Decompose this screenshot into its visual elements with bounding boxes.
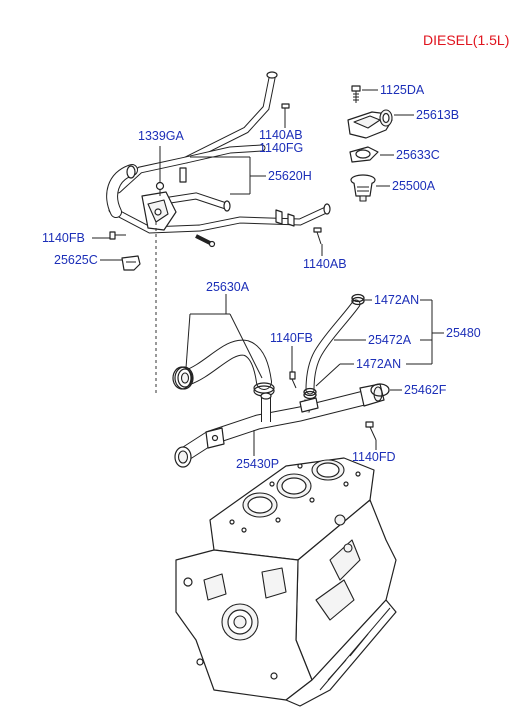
water-pipe-25430P [174, 383, 385, 468]
engine-variant-title: DIESEL(1.5L) [423, 32, 509, 48]
thermostat-25500A [350, 174, 376, 202]
label-25613B: 25613B [416, 108, 459, 122]
leader-25630A-left [185, 313, 191, 369]
label-1140AB-right: 1140AB [303, 257, 347, 271]
label-1472AN-top: 1472AN [374, 293, 419, 307]
leader-25630A-right [229, 313, 263, 379]
bolt-1125DA [351, 85, 361, 103]
clamp-1472AN-bottom [303, 387, 317, 400]
label-25430P: 25430P [236, 457, 279, 471]
hose-25472A [305, 299, 361, 395]
clamp-1472AN-top [351, 293, 365, 306]
label-25625C: 25625C [54, 253, 98, 267]
heater-pipe-assembly-25620H [106, 71, 331, 248]
bolt-1140FB-mid [289, 371, 297, 389]
label-25630A: 25630A [206, 280, 250, 294]
label-1140FB-left: 1140FB [42, 231, 85, 245]
bolt-1140FB-left [109, 231, 126, 240]
label-1140FG: 1140FG [259, 141, 303, 155]
engine-block [175, 457, 397, 707]
clip-25625C [121, 255, 141, 271]
label-1472AN-bottom: 1472AN [356, 357, 401, 371]
thermostat-housing-25613B [347, 109, 393, 139]
hose-clamp-25630A-left [172, 366, 194, 390]
bolt-1140AB-right [313, 227, 322, 245]
label-1339GA: 1339GA [138, 129, 185, 143]
bolt-1140FD [365, 421, 377, 441]
hose-25630A [177, 339, 272, 390]
leader-1472AN-bottom-a [315, 363, 341, 387]
label-25480: 25480 [446, 326, 481, 340]
bolt-1140AB-1140FG [281, 103, 290, 118]
label-25472A: 25472A [368, 333, 412, 347]
label-25500A: 25500A [392, 179, 436, 193]
label-1140AB-top: 1140AB [259, 128, 303, 142]
label-1140FD: 1140FD [352, 450, 396, 464]
label-1125DA: 1125DA [380, 83, 425, 97]
label-25620H: 25620H [268, 169, 312, 183]
label-1140FB-mid: 1140FB [270, 331, 313, 345]
label-25633C: 25633C [396, 148, 440, 162]
bolt-1339GA [155, 181, 165, 196]
label-25462F: 25462F [404, 383, 447, 397]
o-ring-25462F [370, 383, 390, 397]
gasket-25633C [349, 146, 379, 163]
